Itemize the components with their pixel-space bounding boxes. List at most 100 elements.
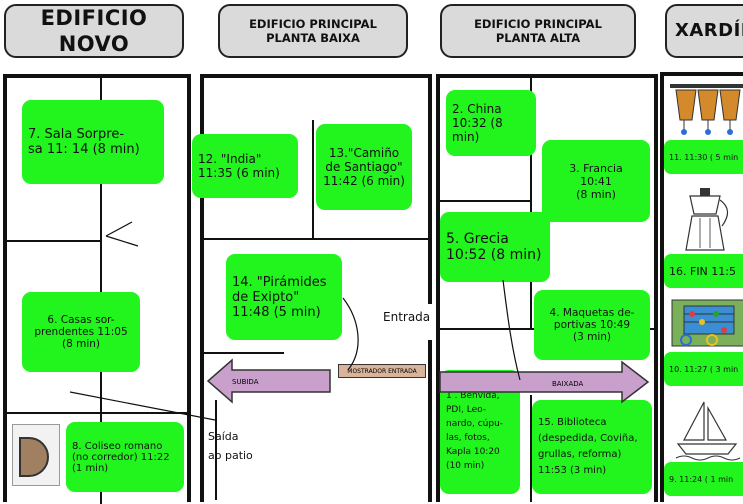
stop-text: 1 . Benvida, — [446, 391, 500, 402]
wall — [660, 72, 664, 502]
subida-label: SUBIDA — [232, 378, 259, 386]
stop-text: nardo, cúpu- — [446, 419, 504, 430]
wall — [200, 74, 204, 502]
stop-text: 10:41 — [580, 174, 612, 188]
stop-9-xardin: 9. 11:24 ( 1 min — [664, 462, 743, 496]
wall — [187, 74, 191, 502]
stop-8-coliseo: 8. Coliseo romano (no corredor) 11:22 (1… — [66, 422, 184, 492]
stop-text: las, fotos, — [446, 433, 490, 443]
flower-pots-icon — [670, 84, 743, 135]
stop-text: (10 min) — [446, 460, 485, 471]
wall — [428, 74, 432, 304]
saida-label: Saída ao patio — [208, 428, 253, 465]
stop-13-camino: 13."Camiño de Santiago" 11:42 (6 min) — [316, 124, 412, 210]
baixada-arrow: BAIXADA — [439, 360, 650, 404]
route-line — [502, 279, 521, 381]
stop-text: 7. Sala Sorpre- — [28, 127, 125, 142]
stop-text: 9. 11:24 ( 1 min — [669, 474, 734, 484]
stop-text: (no corredor) 11:22 — [72, 451, 170, 463]
header-title: EDIFICIO NOVO — [40, 5, 148, 56]
stop-text: portivas 10:49 — [553, 319, 631, 331]
mostrador-entrada: MOSTRADOR ENTRADA — [338, 364, 426, 378]
subida-arrow: SUBIDA — [206, 358, 331, 404]
baixada-label: BAIXADA — [552, 380, 584, 388]
route-line — [342, 297, 359, 371]
stop-text: grullas, reforma) — [538, 449, 622, 460]
direction-arrow — [105, 221, 139, 247]
wall — [3, 74, 7, 502]
wall — [312, 120, 314, 240]
wall — [3, 74, 190, 78]
stop-text: Kapla 10:20 — [446, 446, 500, 457]
wall — [428, 340, 432, 502]
header-xardin: XARDÍN — [665, 4, 743, 58]
stop-text: sa 11: 14 (8 min) — [28, 142, 140, 157]
stop-12-india: 12. "India" 11:35 (6 min) — [192, 134, 298, 198]
wall — [100, 74, 102, 504]
wall — [215, 400, 217, 500]
stop-text: (1 min) — [72, 462, 109, 474]
wall — [660, 72, 743, 76]
wall — [530, 78, 532, 328]
wall — [3, 412, 187, 414]
wall — [204, 352, 284, 354]
stop-text: de Santiago" — [325, 160, 403, 174]
stop-text: 13."Camiño — [328, 146, 400, 160]
stop-text: 16. FIN 11:5 — [669, 264, 736, 278]
header-edificio-novo: EDIFICIO NOVO — [4, 4, 184, 58]
stop-7-sala-sorpresa: 7. Sala Sorpre- sa 11: 14 (8 min) — [22, 100, 164, 184]
stop-text: 2. China — [452, 102, 502, 116]
stop-text: 11:53 (3 min) — [538, 465, 607, 476]
route-line — [69, 391, 216, 421]
header-planta-baixa: EDIFICIO PRINCIPAL PLANTA BAIXA — [218, 4, 408, 58]
wall — [654, 74, 658, 502]
stop-6-casas: 6. Casas sor- prendentes 11:05 (8 min) — [22, 292, 140, 372]
stop-text: 11. 11:30 ( 5 min — [669, 152, 739, 162]
stop-10-xardin: 10. 11:27 ( 3 min — [664, 352, 743, 386]
wall — [530, 395, 532, 502]
stop-4-maquetas: 4. Maquetas de- portivas 10:49 (3 min) — [534, 290, 650, 360]
header-title: XARDÍN — [675, 19, 743, 41]
stop-text: 4. Maquetas de- — [549, 307, 635, 319]
stop-16-fin: 16. FIN 11:5 — [664, 254, 743, 288]
stop-14-piramides: 14. "Pirámides de Exipto" 11:48 (5 min) — [226, 254, 342, 340]
wall — [3, 240, 100, 242]
header-line: EDIFICIO PRINCIPAL — [249, 16, 377, 31]
stop-text: 8. Coliseo romano — [72, 440, 163, 452]
stop-text: 14. "Pirámides — [232, 274, 327, 290]
stop-text: 15. Biblioteca — [538, 417, 607, 428]
sailboat-icon — [675, 401, 741, 461]
wall — [440, 200, 532, 202]
stop-text: 11:42 (6 min) — [323, 174, 405, 188]
stop-text: 10:32 (8 min) — [452, 116, 503, 144]
stop-text: (8 min) — [61, 338, 100, 350]
label-text: ao patio — [208, 448, 253, 462]
stop-text: 6. Casas sor- — [47, 314, 115, 326]
stop-text: prendentes 11:05 — [34, 326, 128, 338]
label-text: Saída — [208, 430, 239, 443]
stop-text: (3 min) — [572, 331, 611, 343]
stop-5-grecia: 5. Grecia 10:52 (8 min) — [440, 212, 550, 282]
header-line: EDIFICIO PRINCIPAL — [474, 16, 602, 31]
header-line: PLANTA BAIXA — [266, 31, 360, 45]
stop-text: (8 min) — [576, 187, 616, 201]
stop-text: (despedida, Coviña, — [538, 433, 638, 444]
stop-text: de Exipto" — [232, 289, 300, 305]
wall — [200, 74, 432, 78]
stop-3-francia: 3. Francia 10:41 (8 min) — [542, 140, 650, 222]
stop-text: 11:48 (5 min) — [232, 304, 321, 320]
stop-text: 3. Francia — [569, 161, 623, 175]
wall — [204, 238, 432, 240]
header-line: PLANTA ALTA — [495, 31, 581, 45]
entrada-label: Entrada — [383, 308, 430, 326]
stop-text: 12. "India" — [198, 152, 262, 166]
stop-text: 11:35 (6 min) — [198, 166, 280, 180]
header-planta-alta: EDIFICIO PRINCIPAL PLANTA ALTA — [440, 4, 636, 58]
stop-text: 10:52 (8 min) — [446, 247, 542, 263]
stop-text: PDI, Leo- — [446, 405, 487, 416]
stop-text: 5. Grecia — [446, 231, 509, 247]
abacus-icon — [671, 299, 743, 347]
stop-15-biblioteca: 15. Biblioteca (despedida, Coviña, grull… — [532, 400, 652, 494]
wall — [436, 74, 658, 78]
